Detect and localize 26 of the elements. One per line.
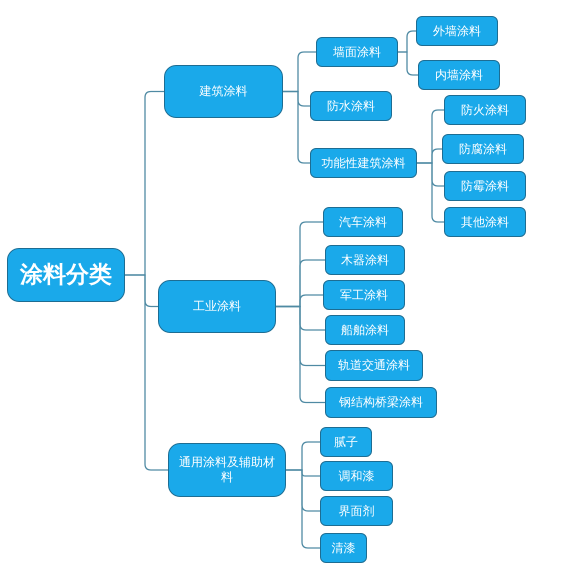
category-box: 船舶涂料 <box>325 315 405 345</box>
category-box: 钢结构桥梁涂料 <box>325 387 437 418</box>
category-box: 汽车涂料 <box>323 207 403 237</box>
category-box: 通用涂料及辅助材料 <box>168 443 286 497</box>
category-box: 调和漆 <box>320 461 393 491</box>
connector-line <box>286 469 320 549</box>
category-box: 内墙涂料 <box>418 60 500 90</box>
category-box: 功能性建筑涂料 <box>310 148 417 178</box>
category-box: 外墙涂料 <box>416 16 498 46</box>
category-box: 防霉涂料 <box>444 171 526 201</box>
category-box: 轨道交通涂料 <box>325 350 423 381</box>
category-box: 墙面涂料 <box>316 37 398 67</box>
category-box: 建筑涂料 <box>164 65 283 118</box>
category-box: 防火涂料 <box>444 95 526 125</box>
category-box: 军工涂料 <box>323 280 405 310</box>
category-box: 清漆 <box>320 533 367 563</box>
category-box: 防腐涂料 <box>442 134 524 164</box>
category-box: 腻子 <box>320 427 372 457</box>
category-box: 木器涂料 <box>325 245 405 275</box>
category-box: 涂料分类 <box>7 248 125 302</box>
category-box: 界面剂 <box>320 496 393 526</box>
connector-line <box>125 274 168 471</box>
category-box: 其他涂料 <box>444 207 526 237</box>
category-box: 防水涂料 <box>310 91 392 121</box>
connector-line <box>276 306 325 404</box>
category-box: 工业涂料 <box>158 280 276 333</box>
